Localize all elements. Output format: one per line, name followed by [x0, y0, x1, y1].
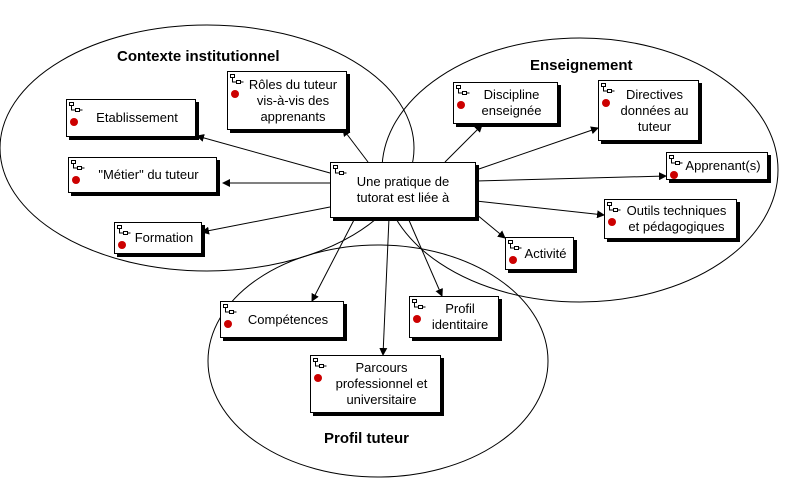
node-label: Etablissement: [96, 110, 178, 125]
connector-arrow: [311, 217, 356, 302]
node-label: Compétences: [247, 311, 329, 327]
status-dot-icon: [224, 320, 232, 328]
structure-icon: [669, 155, 683, 183]
node-activite[interactable]: Activité: [505, 237, 574, 270]
structure-icon: [223, 304, 237, 332]
connector-arrows: [196, 124, 667, 356]
structure-icon: [71, 160, 85, 188]
connector-arrow: [475, 200, 605, 219]
node-label: Outils techniques et pédagogiques: [626, 203, 727, 234]
structure-icon: [607, 202, 621, 230]
node-label: Directives données au tuteur: [620, 86, 689, 134]
status-dot-icon: [314, 374, 322, 382]
node-label: "Métier" du tuteur: [98, 167, 199, 182]
connector-arrow: [407, 217, 443, 297]
connector-arrow: [342, 128, 369, 163]
structure-icon: [456, 85, 470, 113]
node-label: Formation: [134, 230, 194, 245]
node-profil-identitaire[interactable]: Profil identitaire: [409, 296, 499, 338]
node-label: Parcours professionnel et universitaire: [335, 360, 428, 407]
node-formation[interactable]: Formation: [114, 222, 202, 254]
node-discipline-enseignee[interactable]: Discipline enseignée: [453, 82, 558, 124]
structure-icon: [601, 83, 615, 111]
node-outils-techniques-et-pedagogiques[interactable]: Outils techniques et pédagogiques: [604, 199, 737, 239]
node-apprenants[interactable]: Apprenant(s): [666, 152, 768, 180]
connector-arrow: [196, 134, 331, 174]
zone-title-profil-tuteur: Profil tuteur: [324, 430, 409, 447]
node-label: Apprenant(s): [685, 158, 761, 173]
connector-arrow: [379, 217, 390, 356]
structure-icon: [313, 358, 327, 386]
status-dot-icon: [509, 256, 517, 264]
node-metier-du-tuteur[interactable]: "Métier" du tuteur: [68, 157, 217, 193]
zone-profil-tuteur: [207, 244, 549, 478]
status-dot-icon: [70, 118, 78, 126]
structure-icon: [230, 74, 244, 102]
structure-icon: [69, 102, 83, 130]
status-dot-icon: [608, 218, 616, 226]
status-dot-icon: [118, 241, 126, 249]
connector-arrow: [475, 213, 506, 239]
node-label: Activité: [524, 245, 567, 261]
status-dot-icon: [670, 171, 678, 179]
node-label: Profil identitaire: [431, 301, 489, 332]
zone-title-contexte-institutionnel: Contexte institutionnel: [117, 48, 280, 65]
node-label: Discipline enseignée: [481, 87, 542, 118]
node-etablissement[interactable]: Etablissement: [66, 99, 196, 137]
structure-icon: [412, 299, 426, 327]
connector-arrow: [201, 206, 331, 235]
connector-arrow: [475, 172, 667, 182]
structure-icon: [508, 240, 522, 268]
node-roles-du-tuteur[interactable]: Rôles du tuteur vis-à-vis des apprenants: [227, 71, 347, 130]
central-node-label: Une pratique de tutorat est liée à: [356, 174, 450, 205]
connector-arrow: [475, 126, 599, 171]
structure-icon: [117, 225, 131, 253]
connector-arrow: [444, 124, 483, 163]
node-parcours-professionnel-et-universitaire[interactable]: Parcours professionnel et universitaire: [310, 355, 441, 413]
zone-contexte-institutionnel: [0, 24, 415, 272]
status-dot-icon: [413, 315, 421, 323]
central-node[interactable]: Une pratique de tutorat est liée à: [330, 162, 476, 218]
structure-icon: [333, 165, 347, 193]
zone-title-enseignement: Enseignement: [530, 57, 633, 74]
status-dot-icon: [72, 176, 80, 184]
status-dot-icon: [457, 101, 465, 109]
node-directives-donnees-au-tuteur[interactable]: Directives données au tuteur: [598, 80, 699, 141]
status-dot-icon: [231, 90, 239, 98]
status-dot-icon: [602, 99, 610, 107]
node-competences[interactable]: Compétences: [220, 301, 344, 338]
node-label: Rôles du tuteur vis-à-vis des apprenants: [248, 76, 338, 124]
